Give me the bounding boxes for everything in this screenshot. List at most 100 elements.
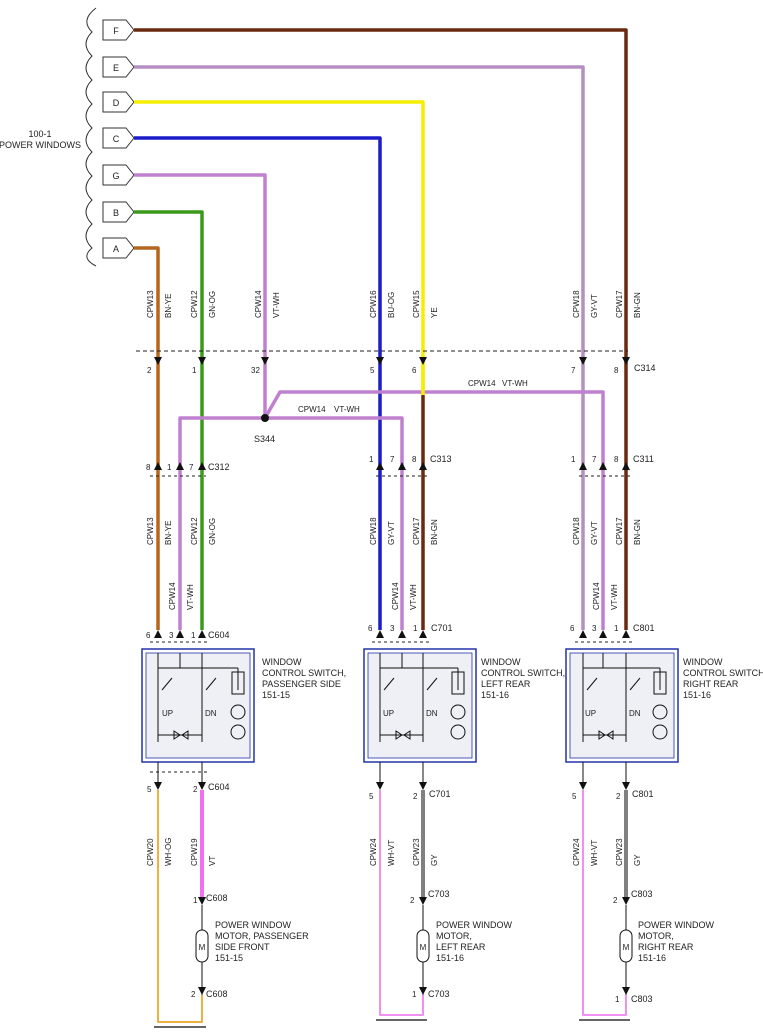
svg-text:GY-VT: GY-VT: [590, 521, 599, 545]
svg-text:CPW14: CPW14: [168, 582, 177, 610]
svg-text:151-16: 151-16: [638, 953, 666, 963]
svg-text:M: M: [420, 943, 427, 952]
svg-text:7: 7: [592, 455, 597, 464]
module-id: 100-1: [28, 129, 51, 139]
svg-text:RIGHT REAR: RIGHT REAR: [638, 942, 694, 952]
cross-upper-circuit: CPW14: [468, 379, 496, 388]
svg-text:CPW12: CPW12: [190, 517, 199, 545]
wire-d: [134, 100, 425, 395]
wire-g: [134, 173, 267, 418]
svg-text:BN-GN: BN-GN: [430, 519, 439, 545]
module-pin-g: G: [102, 164, 135, 186]
svg-text:UP: UP: [383, 709, 394, 718]
svg-text:1: 1: [192, 366, 197, 375]
svg-text:MOTOR,: MOTOR,: [638, 931, 674, 941]
svg-text:5: 5: [572, 792, 577, 801]
svg-text:C312: C312: [208, 462, 230, 472]
svg-text:2: 2: [191, 990, 196, 999]
svg-text:2: 2: [413, 792, 418, 801]
svg-text:WH-VT: WH-VT: [590, 840, 599, 866]
svg-text:F: F: [113, 26, 119, 36]
c604-connector: 6 3 1 C604: [146, 630, 230, 643]
svg-text:7: 7: [571, 366, 576, 375]
svg-text:3: 3: [592, 624, 597, 633]
svg-text:8: 8: [614, 366, 619, 375]
module-pin-b: B: [102, 201, 135, 223]
svg-text:6: 6: [368, 624, 373, 633]
c314-pins: 2 1 32 5 6 7 8: [147, 366, 619, 375]
svg-text:WINDOW: WINDOW: [262, 657, 302, 667]
svg-text:RIGHT REAR: RIGHT REAR: [683, 679, 739, 689]
c701-connector: 6 3 1 C701: [368, 623, 453, 643]
svg-text:C604: C604: [208, 782, 230, 792]
svg-text:3: 3: [390, 624, 395, 633]
module-pin-e: E: [102, 56, 135, 78]
svg-text:151-16: 151-16: [683, 690, 711, 700]
svg-text:CPW14: CPW14: [592, 582, 601, 610]
svg-text:1: 1: [571, 455, 576, 464]
module-pin-d: D: [102, 91, 135, 113]
svg-text:6: 6: [146, 631, 151, 640]
svg-text:CPW24: CPW24: [369, 838, 378, 866]
svg-text:M: M: [199, 943, 206, 952]
svg-text:MOTOR, PASSENGER: MOTOR, PASSENGER: [215, 931, 309, 941]
module-pin-a: A: [102, 237, 135, 259]
svg-text:CPW14: CPW14: [391, 582, 400, 610]
svg-text:151-15: 151-15: [215, 953, 243, 963]
svg-text:WINDOW: WINDOW: [481, 657, 521, 667]
svg-text:C701: C701: [429, 789, 451, 799]
power-windows-module: 100-1 POWER WINDOWS: [0, 7, 97, 267]
svg-text:GY: GY: [633, 854, 642, 866]
svg-text:E: E: [113, 63, 119, 73]
svg-text:6: 6: [412, 366, 417, 375]
label-cpw18: CPW18: [572, 290, 581, 318]
label-bn-ye: BN-YE: [164, 294, 173, 318]
svg-text:VT-WH: VT-WH: [186, 584, 195, 610]
svg-text:5: 5: [147, 785, 152, 794]
svg-text:C608: C608: [206, 989, 228, 999]
module-name: POWER WINDOWS: [0, 140, 81, 150]
label-cpw15: CPW15: [412, 290, 421, 318]
svg-text:CPW13: CPW13: [146, 517, 155, 545]
motor-left-rear: M 2 C703 1 C703 POWER WINDOW MOTOR, LEFT…: [410, 889, 512, 999]
motor-passenger-front: M 1 C608 2 C608 POWER WINDOW MOTOR, PASS…: [191, 893, 309, 999]
svg-text:5: 5: [370, 366, 375, 375]
mid-circuit-labels: CPW13 BN-YE CPW14 VT-WH CPW12 GN-OG CPW1…: [146, 517, 642, 610]
switch-left-rear: UP DN WINDOW CONTROL SWITCH, LEFT REAR 1…: [363, 648, 565, 763]
svg-text:D: D: [113, 98, 120, 108]
svg-text:1: 1: [191, 631, 196, 640]
bottom-circuit-labels: CPW20 WH-OG CPW19 VT CPW24 WH-VT CPW23 G…: [146, 838, 642, 866]
svg-text:CONTROL SWITCH,: CONTROL SWITCH,: [481, 668, 565, 678]
svg-text:WH-OG: WH-OG: [164, 838, 173, 866]
svg-text:GY-VT: GY-VT: [387, 521, 396, 545]
svg-text:1: 1: [413, 624, 418, 633]
svg-text:C701: C701: [431, 623, 453, 633]
module-pin-f: F: [102, 19, 135, 41]
svg-text:C313: C313: [430, 454, 452, 464]
svg-text:BN-YE: BN-YE: [164, 521, 173, 545]
module-pin-c: C: [102, 127, 135, 149]
svg-text:G: G: [112, 171, 119, 181]
svg-text:WH-VT: WH-VT: [387, 840, 396, 866]
svg-text:VT-WH: VT-WH: [409, 584, 418, 610]
svg-text:UP: UP: [585, 709, 596, 718]
svg-text:7: 7: [390, 455, 395, 464]
svg-text:CPW24: CPW24: [572, 838, 581, 866]
wire-b: [134, 210, 204, 630]
svg-text:GY: GY: [430, 854, 439, 866]
svg-text:C: C: [113, 134, 120, 144]
svg-text:GN-OG: GN-OG: [208, 518, 217, 545]
top-wire-harness: [134, 28, 628, 630]
svg-text:7: 7: [189, 463, 194, 472]
motor-right-rear: M 2 C803 1 C803 POWER WINDOW MOTOR, RIGH…: [613, 889, 714, 1004]
wire-e: [134, 65, 585, 630]
c312-connector: 8 1 7 C312: [146, 462, 230, 477]
svg-text:B: B: [113, 208, 119, 218]
svg-text:BN-GN: BN-GN: [633, 519, 642, 545]
svg-text:C703: C703: [428, 889, 450, 899]
svg-text:8: 8: [614, 455, 619, 464]
label-bu-og: BU-OG: [387, 292, 396, 318]
svg-text:LEFT REAR: LEFT REAR: [481, 679, 531, 689]
